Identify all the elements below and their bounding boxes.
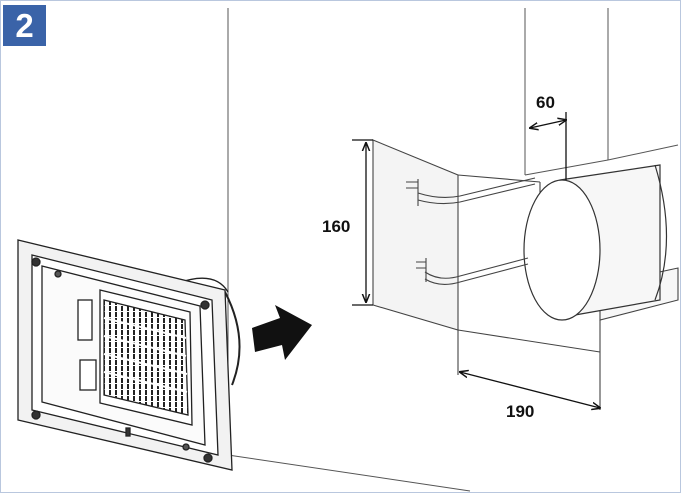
duct-pipe [523,164,668,321]
dimension-label-190: 190 [506,402,534,421]
dimension-width-top [530,112,566,180]
dimension-width-bottom [460,372,600,408]
fan-unit [17,239,241,471]
step-number-badge: 2 [3,5,46,46]
dimension-height [352,139,373,306]
dimension-label-160: 160 [322,217,350,236]
dimension-label-60: 60 [536,93,555,112]
power-cable [406,177,536,285]
arrow-right-icon [252,305,312,360]
